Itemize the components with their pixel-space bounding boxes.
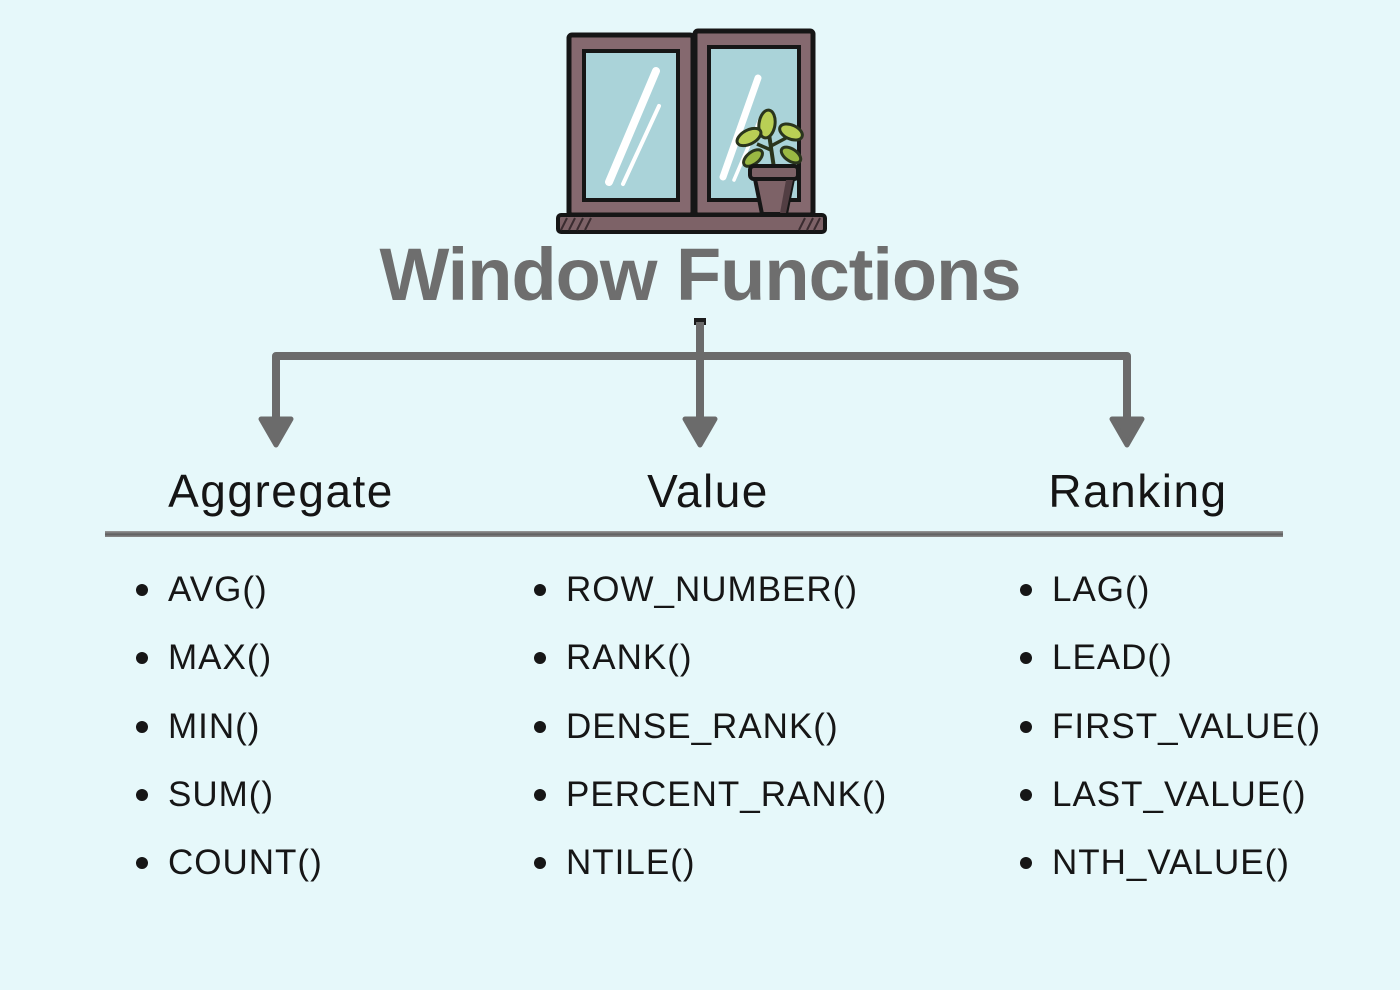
bullet-icon <box>1020 857 1032 870</box>
bullet-icon <box>1020 720 1032 733</box>
bullet-icon <box>534 789 546 802</box>
function-name: NTILE() <box>566 843 696 883</box>
stem-cap <box>694 318 706 325</box>
function-name: ROW_NUMBER() <box>566 570 858 610</box>
header-divider-rule <box>105 531 1283 537</box>
aggregate-function-list: AVG() MAX() MIN() SUM() COUNT() <box>136 556 323 897</box>
list-item: RANK() <box>534 624 887 692</box>
list-item: COUNT() <box>136 829 323 897</box>
value-function-list: ROW_NUMBER() RANK() DENSE_RANK() PERCENT… <box>534 556 887 897</box>
bullet-icon <box>534 584 546 597</box>
function-name: MIN() <box>168 706 261 746</box>
list-item: ROW_NUMBER() <box>534 556 887 624</box>
list-item: AVG() <box>136 556 323 624</box>
bullet-icon <box>534 720 546 733</box>
bullet-icon <box>136 857 148 870</box>
window-illustration <box>556 28 827 234</box>
function-name: COUNT() <box>168 843 323 883</box>
function-name: PERCENT_RANK() <box>566 775 888 815</box>
glass-reflection <box>605 67 660 186</box>
ranking-function-list: LAG() LEAD() FIRST_VALUE() LAST_VALUE() … <box>1020 556 1321 897</box>
window-right-sash <box>692 28 816 218</box>
bullet-icon <box>1020 789 1032 802</box>
column-header-aggregate: Aggregate <box>168 465 394 517</box>
list-item: MIN() <box>136 693 323 761</box>
list-item: FIRST_VALUE() <box>1020 693 1321 761</box>
list-item: DENSE_RANK() <box>534 693 887 761</box>
arrow-down-icon <box>258 416 294 448</box>
list-item: LAST_VALUE() <box>1020 761 1321 829</box>
window-sill <box>556 213 827 234</box>
function-name: LEAD() <box>1052 638 1173 678</box>
function-name: LAST_VALUE() <box>1052 775 1307 815</box>
list-item: LEAD() <box>1020 624 1321 692</box>
list-item: PERCENT_RANK() <box>534 761 887 829</box>
potted-plant <box>735 108 804 216</box>
function-name: FIRST_VALUE() <box>1052 706 1322 746</box>
list-item: NTILE() <box>534 829 887 897</box>
bullet-icon <box>136 789 148 802</box>
glass-reflection <box>719 74 762 181</box>
function-name: SUM() <box>168 775 275 815</box>
bullet-icon <box>136 584 148 597</box>
bullet-icon <box>136 720 148 733</box>
bullet-icon <box>1020 652 1032 665</box>
bullet-icon <box>534 652 546 665</box>
connector-branches <box>272 352 1131 424</box>
list-item: NTH_VALUE() <box>1020 829 1321 897</box>
column-header-value: Value <box>647 465 769 517</box>
function-name: LAG() <box>1052 570 1151 610</box>
arrow-down-icon <box>1109 416 1145 448</box>
bullet-icon <box>534 857 546 870</box>
arrow-down-icon <box>682 416 718 448</box>
function-name: DENSE_RANK() <box>566 706 839 746</box>
function-name: MAX() <box>168 638 273 678</box>
function-name: AVG() <box>168 570 268 610</box>
column-header-ranking: Ranking <box>1048 465 1228 517</box>
list-item: LAG() <box>1020 556 1321 624</box>
bullet-icon <box>136 652 148 665</box>
glass-reflection <box>621 104 661 186</box>
bullet-icon <box>1020 584 1032 597</box>
window-left-sash <box>566 32 696 218</box>
page-title: Window Functions <box>379 233 1021 316</box>
function-name: NTH_VALUE() <box>1052 843 1290 883</box>
list-item: MAX() <box>136 624 323 692</box>
list-item: SUM() <box>136 761 323 829</box>
function-name: RANK() <box>566 638 693 678</box>
